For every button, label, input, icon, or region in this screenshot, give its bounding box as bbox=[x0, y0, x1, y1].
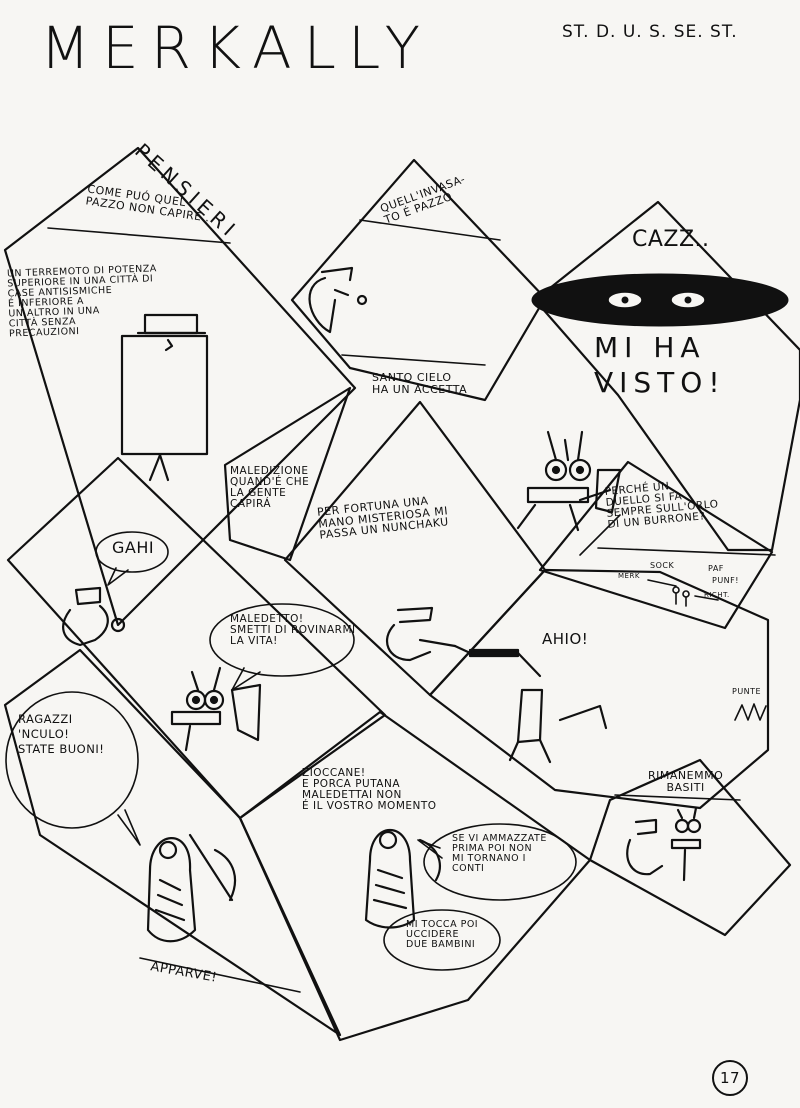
p10-bubble-conti: SE VI AMMAZZATE PRIMA POI NON MI TORNANO… bbox=[452, 833, 547, 874]
panel-6-border bbox=[538, 460, 774, 630]
bubble-ragazzi-outline bbox=[5, 691, 139, 829]
panel-4-border bbox=[223, 386, 352, 562]
panel-1-figure bbox=[120, 313, 209, 482]
panel-borders bbox=[3, 146, 800, 1042]
page-number: 17 bbox=[712, 1060, 748, 1096]
panel-8-figures bbox=[385, 606, 608, 764]
panel-8-spikes bbox=[734, 703, 767, 721]
comic-title: MERKALLY bbox=[40, 14, 433, 82]
panel-3-dark-eyes bbox=[531, 273, 789, 327]
p9-bubble: RAGAZZI 'NCULO! STATE BUONI! bbox=[18, 712, 105, 756]
p6-label-merk: MERK bbox=[618, 572, 640, 580]
bubble-rant-outline bbox=[209, 603, 355, 677]
p7-bubble-gah: GAHI bbox=[112, 538, 155, 557]
panel-6-tiny-duel bbox=[647, 579, 719, 607]
panel-7-figures bbox=[62, 586, 262, 752]
p4-box: MALEDIZIONE QUAND'É CHE LA GENTE CAPIRÁ bbox=[230, 465, 310, 511]
p2-bottom: SANTO CIELO HA UN ACCETTA bbox=[372, 371, 468, 396]
bubble-bambini-outline bbox=[383, 909, 501, 971]
panel-11-border bbox=[588, 758, 792, 937]
p3-bottom: MI HA VISTO! bbox=[594, 331, 726, 399]
panel-9-reaper bbox=[146, 833, 237, 943]
panel-2-figure bbox=[308, 266, 368, 334]
p6-sfx-sock: SOCK bbox=[650, 561, 675, 570]
p8-sfx: AHIO! bbox=[542, 630, 589, 648]
header-tag: ST. D. U. S. SE. ST. bbox=[562, 22, 738, 42]
panel-5-creature bbox=[516, 430, 622, 532]
panel-11-figures bbox=[626, 806, 702, 882]
p8-label-punte: PUNTE bbox=[732, 687, 762, 696]
p6-sfx-punf: PUNF! bbox=[712, 576, 739, 585]
p6-label-richt: RICHT. bbox=[704, 591, 730, 599]
p11-box: RIMANEMMO BASITI bbox=[648, 769, 724, 794]
p6-sfx-paf: PAF bbox=[708, 564, 724, 573]
p10-bubble-bambini: MI TOCCA POI UCCIDERE DUE BAMBINI bbox=[406, 919, 479, 950]
p10-box: ZIOCCANE! E PORCA PUTANA MALEDETTAI NON … bbox=[302, 767, 437, 813]
panel-3-border bbox=[533, 200, 800, 552]
bubble-conti-outline bbox=[423, 823, 577, 901]
panel-8-border bbox=[428, 568, 770, 810]
p7-bubble-rant: MALEDETTO! SMETTI DI ROVINARMI LA VITA! bbox=[230, 613, 356, 648]
speech-bubbles bbox=[5, 531, 577, 971]
p3-top: CAZZ.. bbox=[632, 227, 710, 252]
p1-box: UN TERREMOTO DI POTENZA SUPERIORE IN UNA… bbox=[6, 263, 157, 340]
bubble-gah-outline bbox=[95, 531, 169, 573]
panel-10-reaper bbox=[364, 829, 441, 929]
panel-2-border bbox=[290, 158, 547, 402]
caption-lines bbox=[47, 219, 776, 993]
panel-1-border bbox=[3, 146, 357, 627]
